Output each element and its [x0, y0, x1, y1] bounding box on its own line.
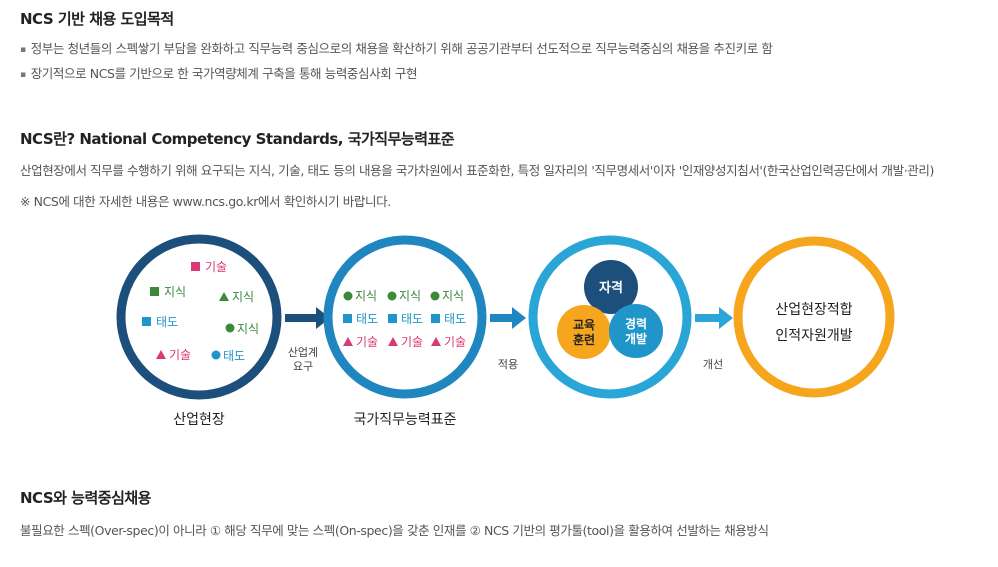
c2-r3-2: 기술 [401, 335, 423, 349]
purpose-bullet-2: 장기적으로 NCS를 기반으로 한 국가역량체계 구축을 통해 능력중심사회 구… [20, 63, 418, 82]
purpose-bullet-1: 정부는 청년들의 스펙쌓기 부담을 완화하고 직무능력 중심으로의 채용을 확산… [20, 38, 773, 57]
circle-ncs: 지식 지식 지식 태도 태도 태도 기술 기술 기술 [323, 235, 487, 399]
c2-r2-3: 태도 [444, 312, 466, 326]
arrow2-label: 적용 [498, 358, 518, 371]
c3-career-line2: 개발 [625, 331, 647, 346]
c2-r1-1: 지식 [355, 289, 377, 303]
c1-know-right: 지식 [237, 322, 259, 336]
c2-r2-2: 태도 [401, 312, 423, 326]
section-title-purpose: NCS 기반 채용 도입목적 [20, 10, 174, 28]
circle-hrd: 산업현장적합 인적자원개발 [733, 236, 895, 398]
c2-r1-2: 지식 [399, 289, 421, 303]
c2-r2-1: 태도 [356, 312, 378, 326]
circle-application: 자격 교육 훈련 경력 개발 [528, 235, 692, 399]
arrow1-label-line1: 산업계 [288, 346, 318, 359]
c3-qualification: 자격 [599, 281, 623, 296]
section-title-ncs: NCS란? National Competency Standards, 국가직… [20, 130, 455, 148]
arrow-application-to-hrd [695, 307, 733, 329]
c1-attitude-bottom: 태도 [223, 349, 245, 363]
c1-know-tri: 지식 [232, 290, 254, 304]
c4-line2: 인적자원개발 [775, 328, 852, 344]
c4-line1: 산업현장적합 [775, 302, 852, 318]
c1-tech-top: 기술 [205, 260, 227, 274]
arrow3-label: 개선 [703, 358, 723, 371]
c3-edu-line2: 훈련 [573, 332, 595, 347]
circle1-label: 산업현장 [173, 412, 225, 428]
ncs-definition: 산업현장에서 직무를 수행하기 위해 요구되는 지식, 기술, 태도 등의 내용… [20, 163, 934, 178]
ncs-note: ※ NCS에 대한 자세한 내용은 www.ncs.go.kr에서 확인하시기 … [20, 194, 391, 209]
section-title-competency-hiring: NCS와 능력중심채용 [20, 489, 151, 507]
circle-industry-site: 기술 지식 지식 태도 지식 기술 태도 [116, 234, 282, 400]
arrow-ncs-to-application [490, 307, 526, 329]
c3-edu-line1: 교육 [573, 317, 595, 332]
competency-hiring-desc: 불필요한 스펙(Over-spec)이 아니라 ① 해당 직무에 맞는 스펙(O… [20, 523, 769, 538]
arrow-industry-to-ncs [285, 307, 330, 329]
c2-r3-1: 기술 [356, 335, 378, 349]
ncs-flow-diagram: 기술 지식 지식 태도 지식 기술 태도 산업현장 산업계 요구 지식 [0, 230, 998, 440]
c1-know-left: 지식 [164, 285, 186, 299]
c2-r1-3: 지식 [442, 289, 464, 303]
c2-r3-3: 기술 [444, 335, 466, 349]
c3-career-line1: 경력 [625, 317, 647, 331]
c1-tech-bottom: 기술 [169, 348, 191, 362]
circle2-label: 국가직무능력표준 [353, 412, 456, 428]
arrow1-label-line2: 요구 [293, 360, 313, 373]
c1-attitude-left: 태도 [156, 315, 178, 329]
